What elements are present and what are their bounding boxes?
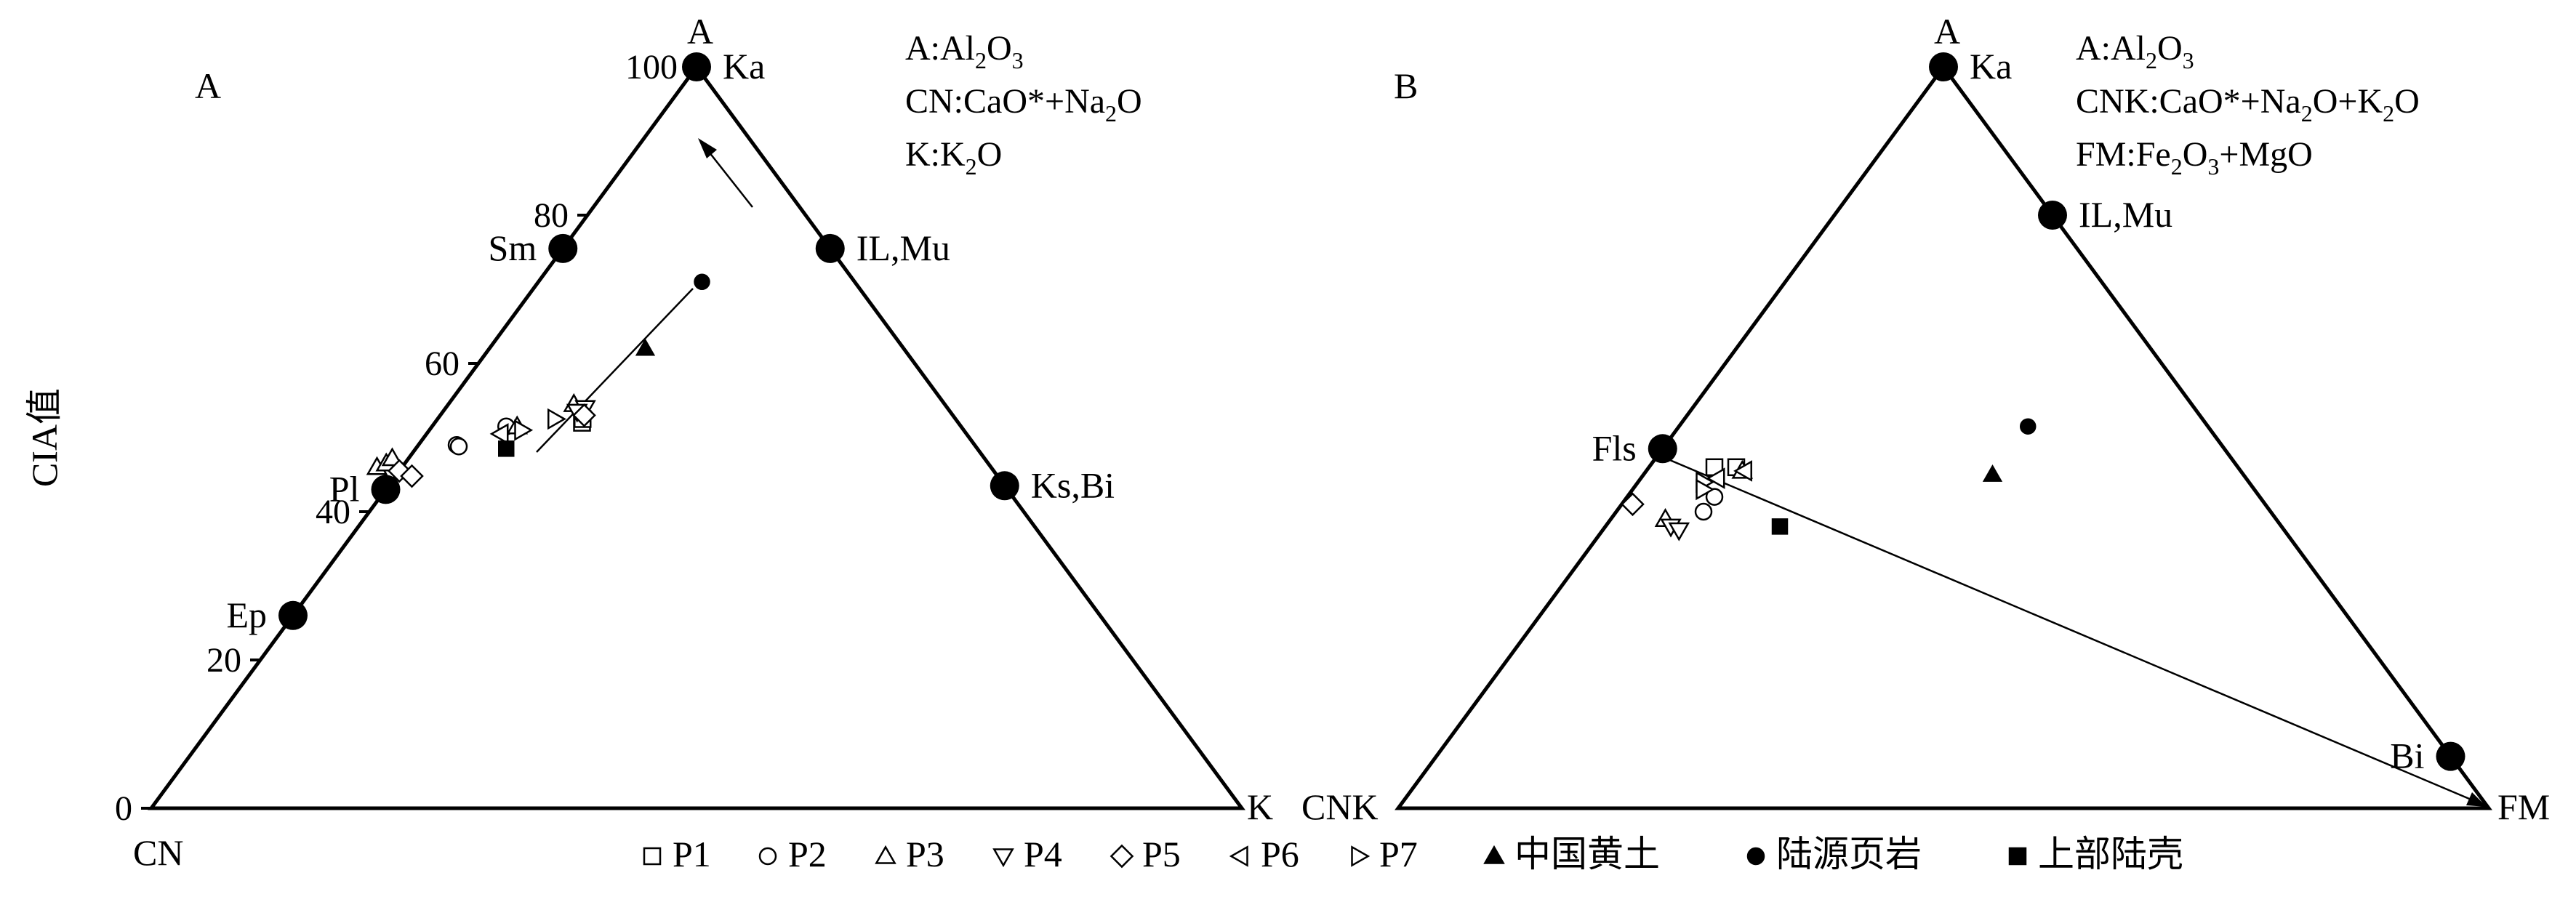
mineral-label: IL,Mu (856, 227, 950, 268)
sample-point (449, 437, 468, 456)
mineral-label: Ka (723, 46, 765, 86)
legend-marker (758, 847, 777, 866)
sample-points-a (366, 273, 710, 488)
ternary-triangle-a (148, 63, 1245, 810)
legend-marker (2008, 847, 2027, 866)
panel-label-a: A (195, 65, 221, 106)
y-tick-label: 100 (625, 48, 678, 86)
definitions-a: A:Al2O3 CN:CaO*+Na2O K:K2O (905, 29, 1142, 180)
legend-label: P5 (1142, 834, 1181, 874)
vertex-label-top-a: A (687, 11, 713, 52)
legend-label: 上部陆壳 (2038, 834, 2183, 874)
sample-point (381, 447, 404, 467)
sample-point (1771, 518, 1789, 535)
mineral-label: Ks,Bi (1031, 464, 1115, 505)
sample-point (547, 408, 566, 430)
legend-marker (1351, 845, 1371, 867)
mineral-point (682, 52, 711, 81)
definitions-b: A:Al2O3 CNK:CaO*+Na2O+K2O FM:Fe2O3+MgO (2076, 29, 2420, 180)
mineral-point (548, 233, 578, 263)
mineral-point (1648, 434, 1677, 464)
vertex-label-left-a: CN (133, 832, 183, 873)
legend-label: P2 (788, 834, 827, 874)
vertex-label-top-b: A (1934, 11, 1960, 52)
definition-b-2: CNK:CaO*+Na2O+K2O (2076, 82, 2420, 126)
definition-a-1: A:Al2O3 (905, 29, 1024, 73)
trend-line-a (536, 288, 694, 453)
y-tick-label: 80 (534, 196, 569, 235)
mineral-point (990, 471, 1019, 501)
legend-marker (1746, 847, 1765, 866)
y-axis-label: CIA值 (24, 388, 65, 487)
y-axis-ticks: 0 20 40 60 80 100 (115, 48, 697, 828)
legend-label: P1 (673, 834, 711, 874)
sample-point (1694, 502, 1713, 521)
legend-label: P3 (906, 834, 944, 874)
sample-point (400, 464, 424, 488)
sample-point (2020, 418, 2037, 435)
mineral-label: Ep (226, 595, 267, 635)
sample-point (694, 273, 710, 291)
mineral-point (2038, 201, 2067, 230)
legend-marker (643, 847, 662, 866)
sample-point (1706, 467, 1725, 489)
sample-point (635, 338, 656, 356)
mineral-point (1929, 52, 1958, 81)
sample-point (1668, 522, 1690, 541)
mineral-point (2436, 741, 2465, 771)
legend-label: P4 (1024, 834, 1062, 874)
definition-a-3: K:K2O (905, 135, 1002, 180)
legend-label: P6 (1261, 834, 1299, 874)
legend-marker (1483, 845, 1505, 864)
legend-marker (875, 845, 896, 864)
trend-arrow-head-a (698, 138, 717, 158)
y-tick-label: 20 (206, 641, 241, 680)
sample-point (1621, 492, 1645, 517)
panel-label-b: B (1394, 65, 1418, 106)
mineral-point (371, 475, 401, 504)
trend-line-b (1661, 455, 2479, 804)
sample-point (572, 403, 596, 427)
sample-point (489, 423, 509, 445)
vertex-label-right-b: FM (2497, 786, 2550, 827)
y-tick-label: 60 (425, 345, 460, 383)
panel-a: 0 20 40 60 80 100 CIA值 A A CN K A:Al2O3 CN:Ca… (24, 11, 1273, 873)
definition-b-3: FM:Fe2O3+MgO (2076, 135, 2313, 180)
mineral-label: Bi (2390, 736, 2424, 776)
mineral-point (815, 233, 845, 263)
panel-b: B A CNK FM A:Al2O3 CNK:CaO*+Na2O+K2O FM:… (1301, 11, 2550, 827)
sample-points-b (1621, 418, 2037, 541)
sample-point (514, 419, 534, 441)
y-tick-label: 0 (115, 789, 132, 828)
legend-label: 中国黄土 (1514, 834, 1660, 874)
sample-point (1705, 488, 1724, 506)
trend-arrow-head-b (2466, 792, 2487, 807)
y-tick-label: 40 (316, 493, 350, 531)
legend-label: 陆源页岩 (1776, 834, 1922, 874)
vertex-label-left-b: CNK (1301, 786, 1379, 827)
definition-a-2: CN:CaO*+Na2O (905, 82, 1142, 126)
trend-arrow-a (703, 145, 753, 208)
ternary-triangle-b (1395, 63, 2492, 810)
mineral-label: Ka (1970, 46, 2012, 86)
mineral-label: Fls (1592, 427, 1637, 468)
legend-marker (1229, 845, 1248, 867)
sample-point (1982, 464, 2003, 482)
definition-b-1: A:Al2O3 (2076, 29, 2194, 73)
sample-point (1733, 460, 1752, 482)
legend-marker (992, 848, 1014, 868)
legend-marker (1110, 844, 1134, 869)
legend-label: P7 (1379, 834, 1418, 874)
legend: P1 P2 P3 P4 P5 P6 P7 中国黄土 陆源页岩 上部陆壳 (643, 834, 2183, 874)
mineral-label: Sm (489, 227, 537, 268)
sample-point (498, 440, 515, 457)
sample-point (1696, 478, 1715, 501)
mineral-point (278, 600, 308, 630)
mineral-label: Pl (329, 468, 360, 509)
mineral-label: IL,Mu (2079, 194, 2172, 235)
vertex-label-right-a: K (1247, 786, 1273, 827)
